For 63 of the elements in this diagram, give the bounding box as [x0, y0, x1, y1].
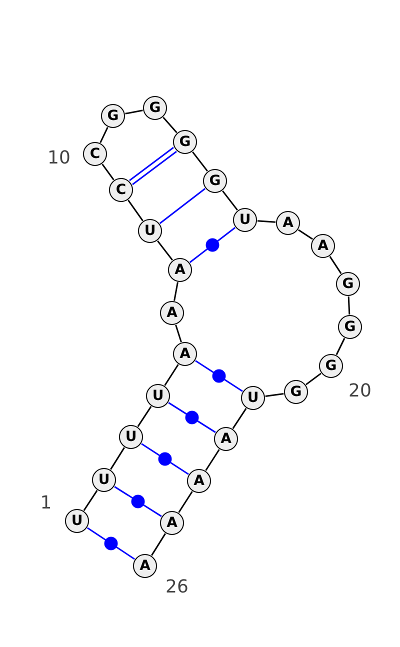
base-pair-line: [128, 146, 178, 186]
nucleotide-circle: G: [143, 96, 167, 120]
nucleotide-circle: A: [187, 469, 211, 493]
position-number: 1: [40, 492, 52, 514]
backbone-line: [306, 372, 322, 386]
backbone-line: [205, 449, 220, 471]
base-pair-line: [168, 402, 216, 434]
nucleotide-circle: C: [83, 142, 107, 166]
backbone-line: [128, 200, 144, 222]
backbone-line: [265, 392, 284, 398]
backbone-line: [151, 533, 166, 556]
backbone-line: [222, 190, 238, 211]
backbone-line: [175, 324, 182, 342]
position-number: 10: [48, 148, 70, 168]
backbone-line: [162, 116, 178, 134]
backbone-line: [348, 296, 350, 315]
nucleotide-circle: U: [146, 384, 170, 408]
backbone-line: [192, 151, 208, 172]
base-pair-line: [189, 226, 236, 264]
nucleotide-circle: G: [203, 169, 227, 193]
nucleotide-circle: U: [92, 468, 116, 492]
position-number: 26: [166, 576, 188, 598]
backbone-line: [178, 491, 193, 513]
nucleotide-circle: A: [160, 511, 184, 535]
nucleotide-circle: U: [138, 219, 162, 243]
nucleotide-circle: A: [133, 554, 157, 578]
backbone-line: [157, 240, 173, 261]
nucleotide-circle: A: [214, 427, 238, 451]
backbone-line: [257, 220, 276, 223]
backbone-line: [298, 229, 313, 240]
nucleotide-circle: G: [101, 104, 125, 128]
nucleotide-circle: A: [160, 301, 184, 325]
nucleotide-circle: C: [109, 178, 133, 202]
nucleotide-circle: A: [311, 234, 335, 258]
nucleotide-circle: G: [173, 130, 197, 154]
base-pair-line: [140, 443, 190, 475]
nucleotide-circle: G: [338, 315, 362, 339]
nucleotide-circle: A: [173, 342, 197, 366]
nucleotide-circle: U: [65, 509, 89, 533]
base-pair-line: [194, 360, 244, 392]
nucleotide-circle: A: [168, 258, 192, 282]
base-pair-line: [114, 486, 162, 518]
nucleotide-circle: U: [119, 425, 143, 449]
nucleotide-circle: G: [284, 380, 308, 404]
backbone-line: [125, 110, 143, 114]
nucleotide-circle: A: [276, 211, 300, 235]
base-pair-line: [159, 188, 206, 224]
nucleotide-circle: U: [241, 386, 265, 410]
base-pair-line: [86, 527, 136, 560]
backbone-line: [102, 164, 114, 180]
nucleotide-circle: G: [319, 354, 343, 378]
backbone-line: [137, 406, 152, 427]
backbone-line: [232, 408, 247, 429]
backbone-line: [100, 126, 108, 144]
position-number: 20: [348, 380, 372, 402]
backbone-line: [336, 338, 346, 356]
backbone-line: [329, 256, 342, 274]
backbone-line: [164, 364, 179, 386]
backbone-line: [174, 282, 178, 301]
backbone-line: [83, 490, 98, 511]
backbone-line: [110, 447, 125, 470]
nucleotide-circle: G: [336, 272, 360, 296]
nucleotide-circle: U: [233, 208, 257, 232]
